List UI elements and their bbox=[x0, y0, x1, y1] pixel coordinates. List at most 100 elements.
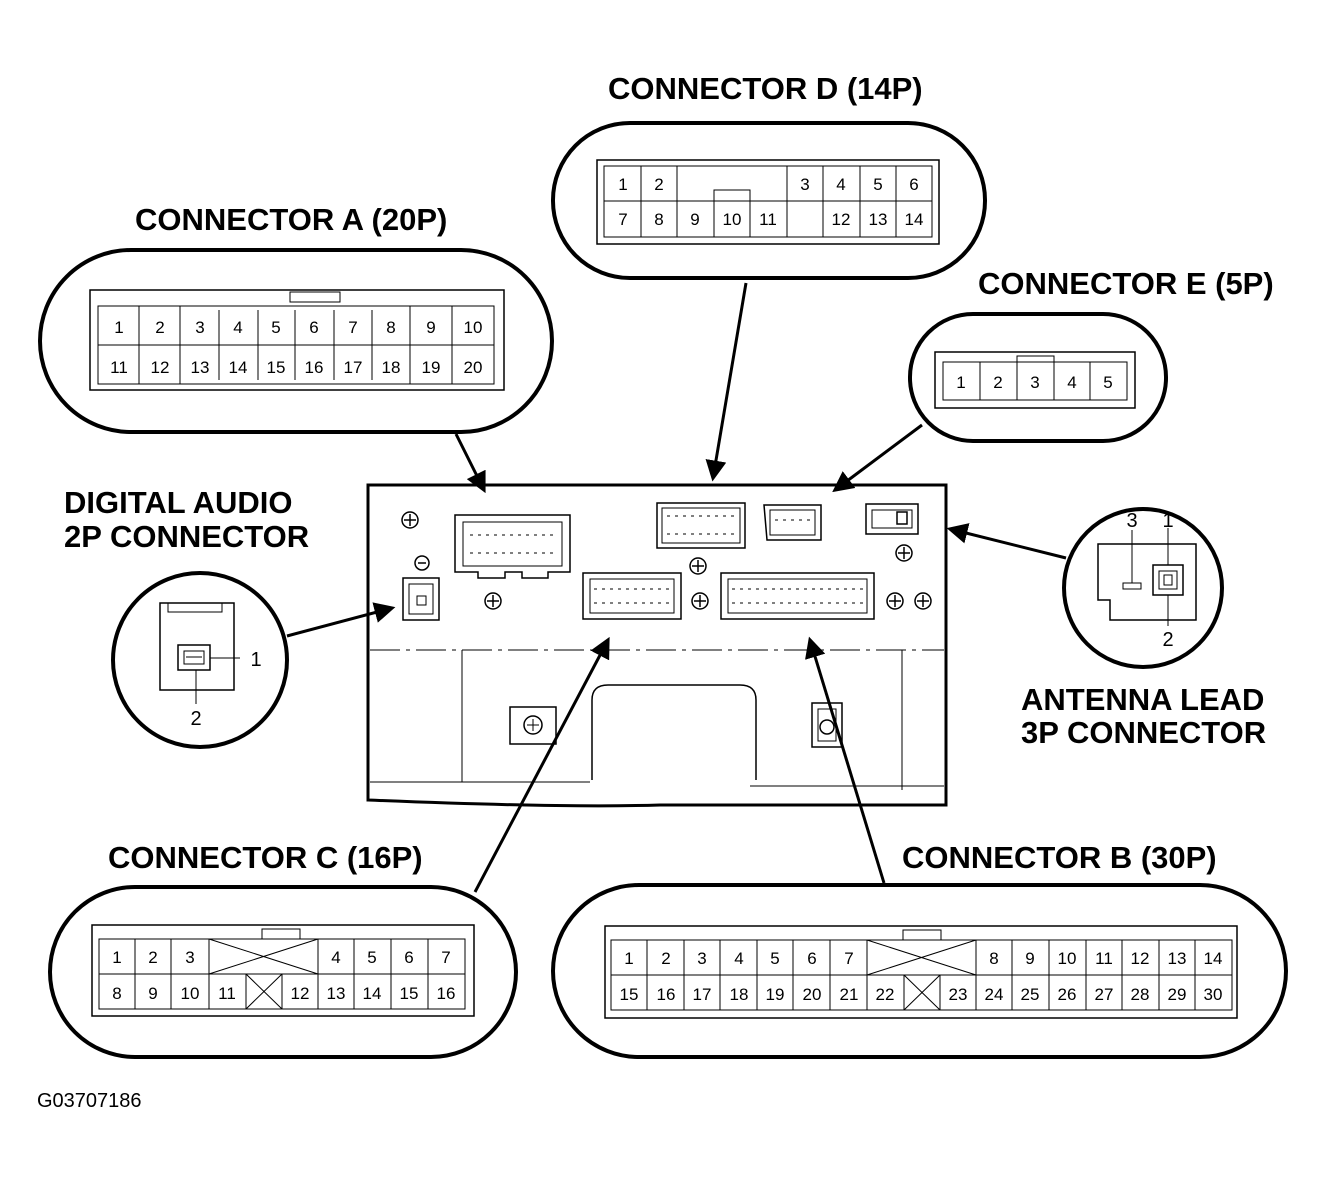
connector-a-pin-11: 11 bbox=[110, 358, 128, 377]
connector-b-pin-26: 26 bbox=[1058, 985, 1077, 1004]
connector-b-title: CONNECTOR B (30P) bbox=[902, 840, 1217, 875]
arrow-connector-b bbox=[805, 636, 886, 884]
connector-b-pin-17: 17 bbox=[693, 985, 712, 1004]
connector-b-pin-8: 8 bbox=[989, 949, 998, 968]
audio-unit-body bbox=[366, 483, 948, 808]
connector-b-pin-16: 16 bbox=[657, 985, 676, 1004]
antenna-pin-2: 2 bbox=[1162, 629, 1173, 651]
connector-d-pin-10: 10 bbox=[723, 210, 742, 229]
arrow-connector-e bbox=[832, 423, 923, 493]
connector-c-pin-13: 13 bbox=[327, 984, 346, 1003]
connector-b-pin-6: 6 bbox=[807, 949, 816, 968]
connector-c-pin-12: 12 bbox=[291, 984, 310, 1003]
connector-a-callout: 1 2 3 4 5 6 7 8 9 10 11 12 13 14 15 16 1… bbox=[38, 248, 554, 434]
connector-e-pin-5: 5 bbox=[1103, 373, 1112, 392]
arrow-connector-a bbox=[454, 433, 486, 494]
connector-c-pin-7: 7 bbox=[441, 948, 450, 967]
connector-b-pin-10: 10 bbox=[1058, 949, 1077, 968]
connector-b-pin-18: 18 bbox=[730, 985, 749, 1004]
connector-a-pin-19: 19 bbox=[422, 358, 441, 377]
connector-b-pin-4: 4 bbox=[734, 949, 743, 968]
connector-e-pin-3: 3 bbox=[1030, 373, 1039, 392]
connector-b-pin-11: 11 bbox=[1095, 949, 1113, 968]
connector-b-pin-14: 14 bbox=[1204, 949, 1223, 968]
connector-d-pin-13: 13 bbox=[869, 210, 888, 229]
connector-c-pin-9: 9 bbox=[148, 984, 157, 1003]
connector-a-pin-8: 8 bbox=[386, 318, 395, 337]
digital-audio-callout: 1 2 bbox=[111, 571, 289, 749]
antenna-callout: 3 1 2 bbox=[1062, 507, 1224, 669]
connector-a-pin-6: 6 bbox=[309, 318, 318, 337]
connector-d-pin-4: 4 bbox=[836, 175, 845, 194]
digital-audio-title-line2: 2P CONNECTOR bbox=[64, 519, 309, 554]
connector-b-pin-20: 20 bbox=[803, 985, 822, 1004]
connector-a-pin-15: 15 bbox=[267, 358, 286, 377]
connector-b-pin-23: 23 bbox=[949, 985, 968, 1004]
connector-d-title: CONNECTOR D (14P) bbox=[608, 71, 923, 106]
connector-c-pin-14: 14 bbox=[363, 984, 382, 1003]
connector-e-pin-1: 1 bbox=[956, 373, 965, 392]
arrow-antenna bbox=[946, 523, 1067, 560]
connector-b-pin-15: 15 bbox=[620, 985, 639, 1004]
connector-a-pin-16: 16 bbox=[305, 358, 324, 377]
connector-d-pin-5: 5 bbox=[873, 175, 882, 194]
connector-b-pin-25: 25 bbox=[1021, 985, 1040, 1004]
connector-d-pin-7: 7 bbox=[618, 210, 627, 229]
connector-a-pin-13: 13 bbox=[191, 358, 210, 377]
digital-audio-pin-2: 2 bbox=[190, 708, 201, 730]
connector-a-pin-1: 1 bbox=[114, 318, 123, 337]
arrow-digital-audio bbox=[286, 602, 396, 638]
connector-c-pin-6: 6 bbox=[404, 948, 413, 967]
connector-a-pin-4: 4 bbox=[233, 318, 242, 337]
connector-d-pin-14: 14 bbox=[905, 210, 924, 229]
connector-d-pin-11: 11 bbox=[759, 210, 777, 229]
connector-b-pin-29: 29 bbox=[1168, 985, 1187, 1004]
connector-b-callout: 1 2 3 4 5 6 7 8 9 10 11 12 13 14 15 16 1… bbox=[551, 883, 1288, 1059]
digital-audio-pin-1: 1 bbox=[250, 649, 261, 671]
connector-b-pin-2: 2 bbox=[661, 949, 670, 968]
connector-b-pin-7: 7 bbox=[844, 949, 853, 968]
connector-c-pin-2: 2 bbox=[148, 948, 157, 967]
connector-a-pin-7: 7 bbox=[348, 318, 357, 337]
connector-c-pin-5: 5 bbox=[367, 948, 376, 967]
connector-a-pin-14: 14 bbox=[229, 358, 248, 377]
connector-a-pin-3: 3 bbox=[195, 318, 204, 337]
connector-b-pin-24: 24 bbox=[985, 985, 1004, 1004]
connector-c-pin-4: 4 bbox=[331, 948, 340, 967]
unit-socket-antenna bbox=[865, 503, 919, 535]
connector-e-pin-4: 4 bbox=[1067, 373, 1076, 392]
arrow-connector-d bbox=[705, 282, 748, 482]
connector-b-pin-19: 19 bbox=[766, 985, 785, 1004]
connector-b-pin-22: 22 bbox=[876, 985, 895, 1004]
connector-d-pin-9: 9 bbox=[690, 210, 699, 229]
connector-a-pin-5: 5 bbox=[271, 318, 280, 337]
unit-socket-digital-audio bbox=[402, 577, 440, 621]
connector-c-pin-1: 1 bbox=[112, 948, 121, 967]
digital-audio-title-line1: DIGITAL AUDIO bbox=[64, 485, 292, 520]
connector-d-pin-8: 8 bbox=[654, 210, 663, 229]
antenna-title-line1: ANTENNA LEAD bbox=[1021, 682, 1264, 717]
connector-c-pin-10: 10 bbox=[181, 984, 200, 1003]
connector-c-pin-8: 8 bbox=[112, 984, 121, 1003]
connector-d-callout: 1 2 3 4 5 6 7 8 9 10 11 12 13 14 bbox=[551, 121, 987, 280]
connector-b-pin-28: 28 bbox=[1131, 985, 1150, 1004]
connector-c-callout: 1 2 3 4 5 6 7 8 9 10 11 12 13 14 15 16 bbox=[48, 885, 518, 1059]
connector-a-pin-12: 12 bbox=[151, 358, 170, 377]
connector-b-pin-21: 21 bbox=[840, 985, 859, 1004]
connector-b-pin-12: 12 bbox=[1131, 949, 1150, 968]
unit-socket-c bbox=[582, 572, 682, 620]
connector-b-pin-27: 27 bbox=[1095, 985, 1114, 1004]
unit-socket-d bbox=[656, 502, 746, 549]
connector-a-pin-18: 18 bbox=[382, 358, 401, 377]
unit-socket-e bbox=[763, 504, 822, 541]
connector-a-pin-2: 2 bbox=[155, 318, 164, 337]
connector-b-pin-13: 13 bbox=[1168, 949, 1187, 968]
unit-socket-a bbox=[454, 514, 571, 579]
connector-a-title: CONNECTOR A (20P) bbox=[135, 202, 447, 237]
connector-a-pin-20: 20 bbox=[464, 358, 483, 377]
antenna-pin-1: 1 bbox=[1162, 510, 1173, 532]
connector-b-pin-30: 30 bbox=[1204, 985, 1223, 1004]
connector-a-pin-17: 17 bbox=[344, 358, 363, 377]
connector-c-pin-11: 11 bbox=[218, 984, 236, 1003]
leader-arrows bbox=[286, 282, 1067, 893]
